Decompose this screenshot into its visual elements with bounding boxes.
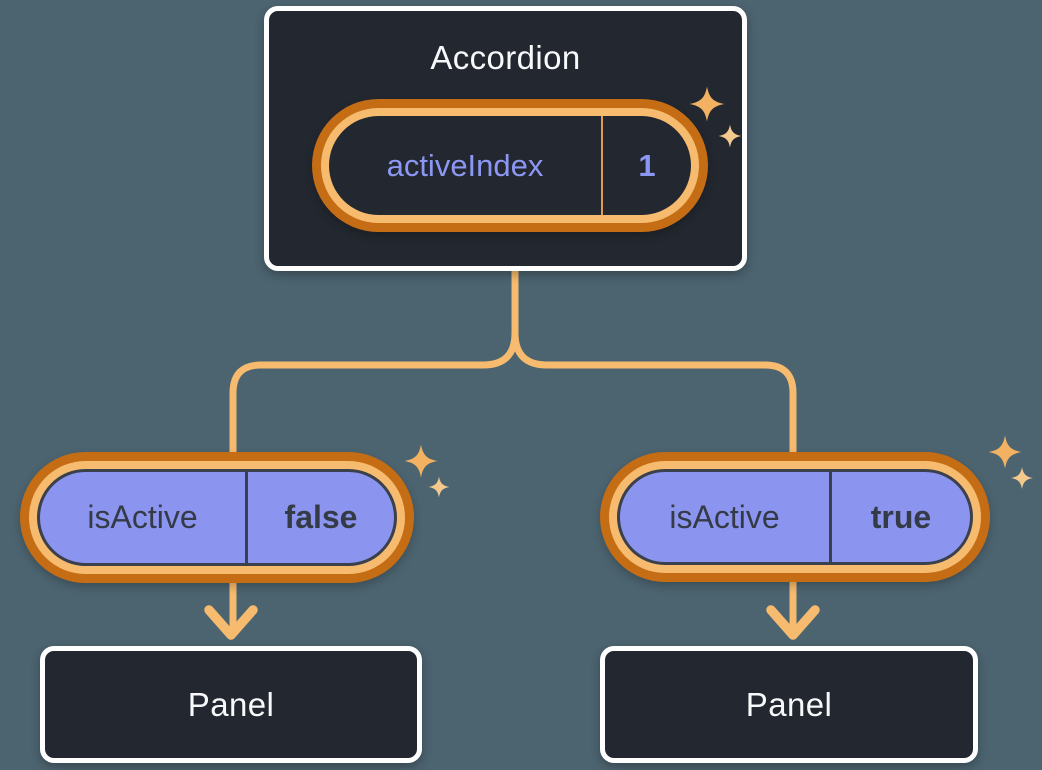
- accordion-title: Accordion: [430, 39, 581, 76]
- connector-branch-right: [511, 329, 797, 634]
- is-active-state-pill-right: isActive true: [600, 452, 990, 582]
- panel-node-left: Panel: [40, 646, 422, 763]
- arrow-down-icon: [766, 605, 820, 640]
- state-value: true: [870, 498, 932, 535]
- highlight-ring: isActive true: [609, 461, 981, 573]
- panel-node-right: Panel: [600, 646, 978, 763]
- active-index-state-pill: activeIndex 1: [312, 99, 708, 232]
- state-value: 1: [638, 147, 656, 183]
- highlight-ring: activeIndex 1: [321, 108, 699, 223]
- arrow-down-icon: [204, 605, 258, 640]
- pill-divider: [601, 116, 603, 215]
- pill-divider: [245, 472, 248, 563]
- state-value: false: [284, 499, 358, 535]
- panel-title: Panel: [745, 685, 833, 723]
- state-label: isActive: [87, 499, 198, 535]
- panel-title: Panel: [187, 685, 275, 723]
- pill-divider: [829, 472, 832, 562]
- highlight-ring: isActive false: [29, 461, 405, 574]
- is-active-state-pill-left: isActive false: [20, 452, 414, 583]
- state-label: isActive: [669, 498, 780, 535]
- state-label: activeIndex: [386, 147, 544, 183]
